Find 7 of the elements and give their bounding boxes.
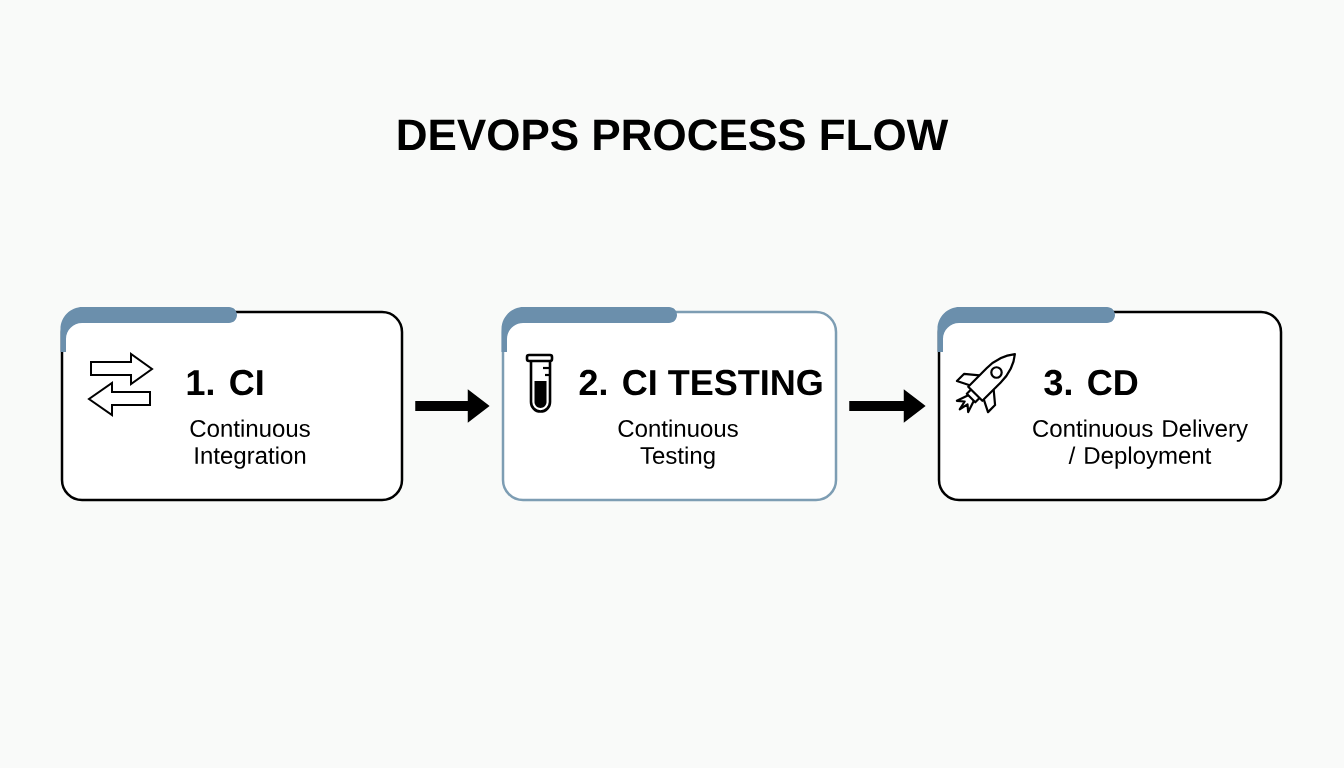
step-title: 3. CD: [1044, 369, 1138, 396]
step-description: Continuous Delivery / Deployment: [1033, 419, 1248, 469]
step-title: 1. CI: [187, 369, 263, 396]
step-description: Continuous Testing: [618, 419, 738, 469]
step-title: 2. CI TESTING: [579, 369, 822, 396]
step-description: Continuous Integration: [190, 419, 310, 469]
title: DEVOPS PROCESS FLOW: [398, 119, 949, 151]
